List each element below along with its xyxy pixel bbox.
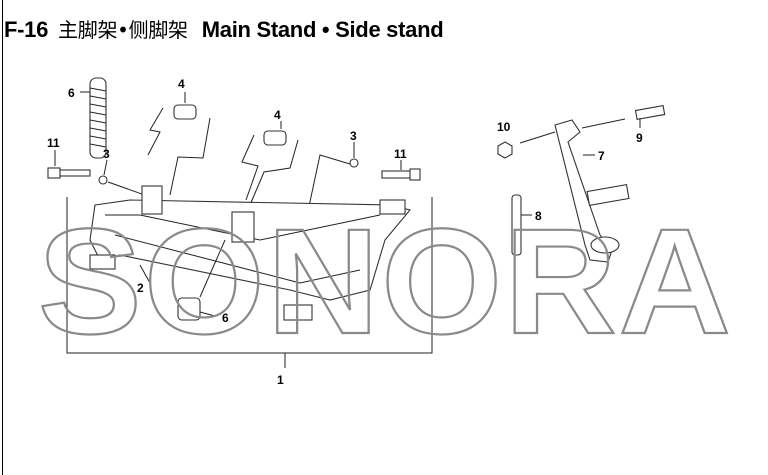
title-chinese: 主脚架•侧脚架 [58,18,188,42]
title-english: Main Stand • Side stand [201,17,444,42]
return-spring-part [80,77,107,159]
callout-11-right: 11 [394,147,407,161]
callout-8: 8 [535,209,542,223]
bolt-part-left [47,150,91,179]
stopper-rubber-part [177,239,226,321]
main-stand-part [89,185,411,321]
callout-3-left: 3 [103,147,110,161]
page-title: F-16 主脚架•侧脚架 Main Stand • Side stand [4,14,444,43]
callout-2: 2 [137,281,144,295]
callout-7: 7 [598,149,605,163]
side-spring-part [511,194,532,256]
pivot-bolt-part [634,104,666,128]
bolt-part-right [381,160,421,181]
assembly-bracket [66,197,433,368]
callout-6-rubber: 6 [222,311,229,325]
callout-10: 10 [497,120,511,134]
nut-part [497,141,513,159]
side-stand-part [519,118,630,263]
figure-code: F-16 [4,17,49,42]
callout-9: 9 [636,131,643,145]
collar-part-right [241,121,299,206]
callout-1: 1 [277,373,284,387]
callout-6-spring: 6 [68,86,75,100]
callout-4-left: 4 [178,77,185,91]
collar-part-left [147,92,211,196]
callout-11-left: 11 [47,136,60,150]
callout-4-right: 4 [274,108,281,122]
watermark-logo: SONORA [38,197,733,365]
callout-3-right: 3 [350,129,357,143]
page-border [2,0,3,475]
